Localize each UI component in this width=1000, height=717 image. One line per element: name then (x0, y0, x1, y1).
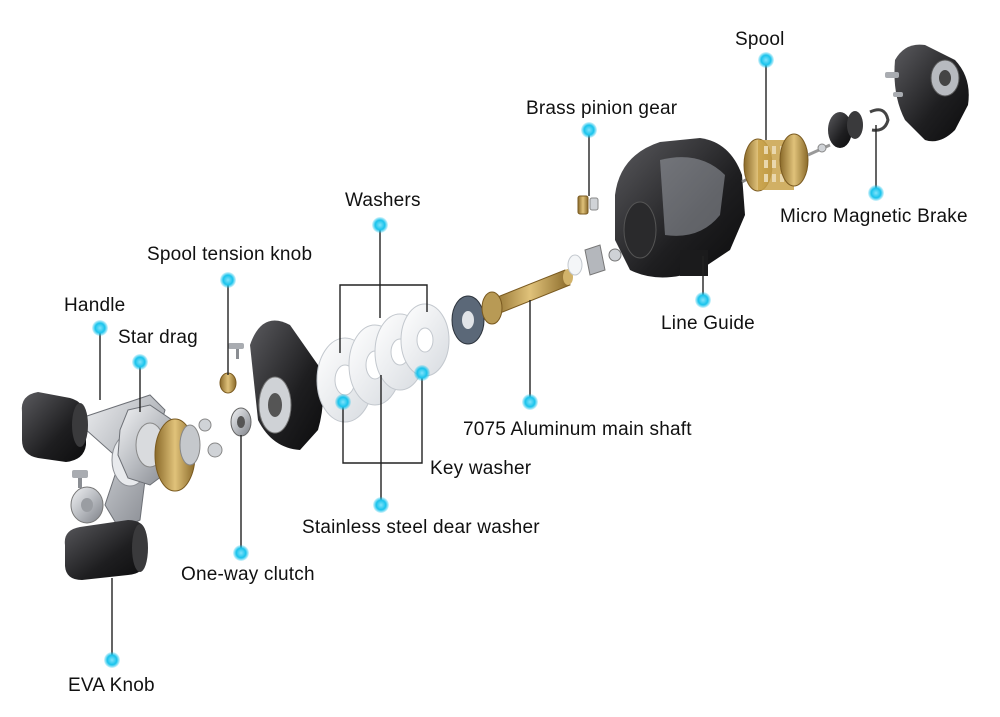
label-micro-magnetic-brake: Micro Magnetic Brake (780, 206, 968, 227)
callout-dots (92, 52, 884, 668)
callout-dot-icon (233, 545, 249, 561)
leader-washers-bracket (339, 284, 428, 353)
leader-key-washer (342, 373, 423, 464)
label-one-way-clutch: One-way clutch (181, 564, 315, 585)
label-main-shaft: 7075 Aluminum main shaft (463, 419, 692, 440)
magnetic-brake-part (828, 108, 890, 148)
callout-dot-icon (373, 497, 389, 513)
label-key-washer: Key washer (430, 458, 532, 479)
handle-nut (70, 470, 104, 524)
pinion-gear-part (577, 195, 599, 215)
callout-dot-icon (335, 394, 351, 410)
side-plate-part (250, 320, 323, 450)
label-line-guide: Line Guide (661, 313, 755, 334)
callout-dot-icon (414, 365, 430, 381)
one-way-clutch-part (230, 407, 252, 437)
callout-dot-icon (695, 292, 711, 308)
label-stainless-washer: Stainless steel dear washer (302, 517, 540, 538)
callout-dot-icon (104, 652, 120, 668)
label-spool: Spool (735, 29, 785, 50)
callout-dot-icon (92, 320, 108, 336)
callout-dot-icon (522, 394, 538, 410)
handle-knob-top (21, 392, 88, 462)
spool-tension-knob-part (219, 343, 244, 394)
callout-dot-icon (372, 217, 388, 233)
callout-dot-icon (581, 122, 597, 138)
spool-part (741, 133, 831, 192)
callout-dot-icon (220, 272, 236, 288)
label-star-drag: Star drag (118, 327, 198, 348)
drag-washer-part (451, 295, 485, 345)
leader-lines (99, 60, 877, 660)
callout-dot-icon (758, 52, 774, 68)
label-washers: Washers (345, 190, 421, 211)
label-spool-tension-knob: Spool tension knob (147, 244, 313, 265)
main-shaft-part (481, 269, 573, 325)
reel-frame-part (615, 138, 745, 278)
right-side-cover-part (885, 44, 969, 142)
small-bearing-parts (567, 244, 622, 276)
washer-stack (316, 303, 450, 423)
label-eva-knob: EVA Knob (68, 675, 155, 696)
callout-dot-icon (132, 354, 148, 370)
eva-knob-part (64, 520, 148, 580)
callout-dot-icon (868, 185, 884, 201)
label-brass-pinion-gear: Brass pinion gear (526, 98, 678, 119)
drag-gear-part (154, 418, 223, 492)
label-handle: Handle (64, 295, 126, 316)
